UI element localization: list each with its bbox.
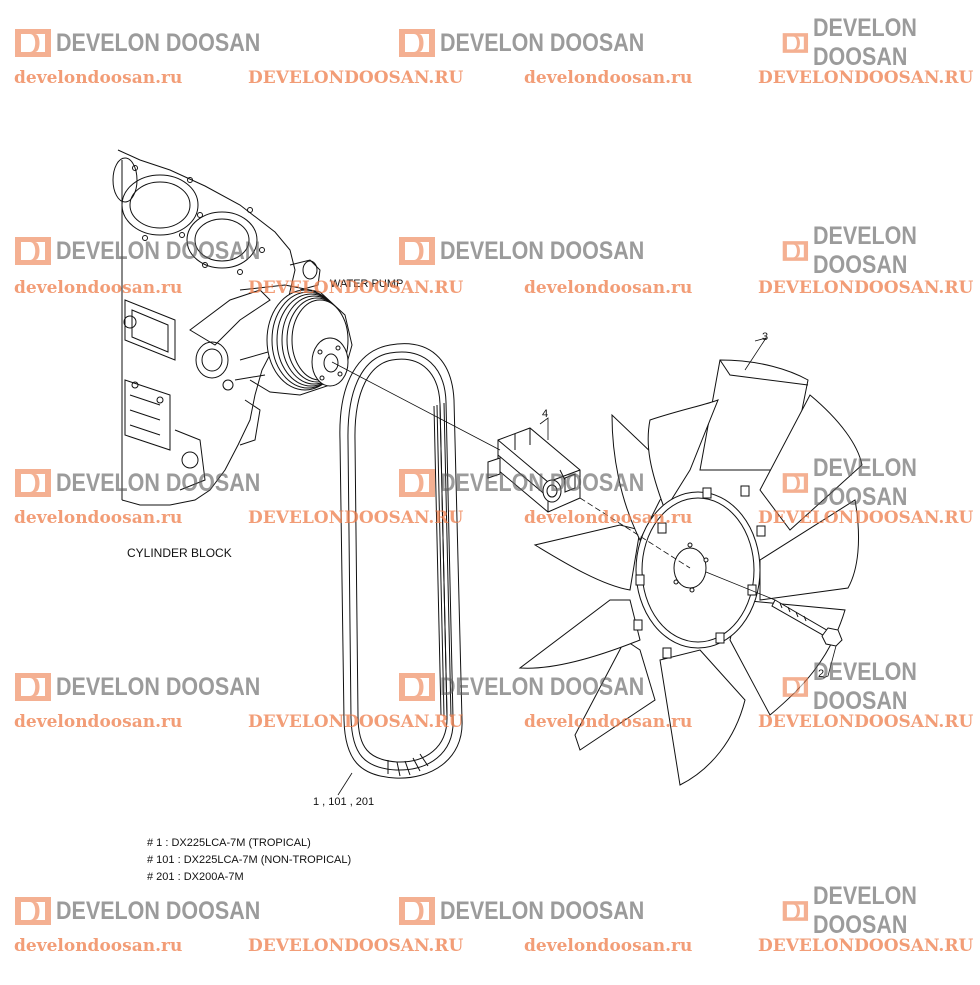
fan-blade bbox=[659, 649, 746, 786]
watermark-logo: DEVELON DOOSAN bbox=[398, 28, 678, 58]
develon-logo-icon bbox=[782, 901, 809, 921]
watermark-url: develondoosan.ru bbox=[14, 68, 183, 88]
fan-blade bbox=[759, 499, 859, 601]
fan-drawing bbox=[518, 359, 863, 786]
cylinder-block-label: CYLINDER BLOCK bbox=[127, 546, 232, 560]
water-pump-label: WATER PUMP bbox=[330, 278, 404, 290]
watermark-url: develondoosan.ru bbox=[524, 712, 693, 732]
watermark-logo: DEVELON DOOSAN bbox=[14, 672, 294, 702]
watermark-brand-text: DEVELON DOOSAN bbox=[56, 236, 261, 265]
watermark-brand-text: DEVELON DOOSAN bbox=[56, 896, 261, 925]
watermark-logo: DEVELON DOOSAN bbox=[782, 658, 980, 715]
watermark-logo: DEVELON DOOSAN bbox=[782, 454, 980, 511]
develon-logo-icon bbox=[399, 29, 435, 57]
watermark-brand-text: DEVELON DOOSAN bbox=[812, 222, 917, 279]
leader-lines bbox=[331, 337, 837, 796]
develon-logo-icon bbox=[15, 897, 51, 925]
develon-logo-icon bbox=[15, 237, 51, 265]
watermark-brand-text: DEVELON DOOSAN bbox=[812, 14, 917, 71]
legend-line: # 101 : DX225LCA-7M (NON-TROPICAL) bbox=[147, 854, 352, 866]
develon-logo-icon bbox=[15, 673, 51, 701]
watermark-brand-text: DEVELON DOOSAN bbox=[812, 882, 917, 939]
develon-logo-icon bbox=[15, 469, 51, 497]
watermark-brand-text: DEVELON DOOSAN bbox=[440, 896, 645, 925]
watermark-url: develondoosan.ru bbox=[14, 712, 183, 732]
watermark-url: develondoosan.ru bbox=[524, 508, 693, 528]
watermark-brand-text: DEVELON DOOSAN bbox=[56, 468, 261, 497]
callout-4: 4 bbox=[542, 408, 549, 420]
watermark-logo: DEVELON DOOSAN bbox=[782, 14, 980, 71]
watermark-brand-text: DEVELON DOOSAN bbox=[440, 468, 645, 497]
develon-logo-icon bbox=[782, 677, 809, 697]
watermark-url: develondoosan.ru bbox=[14, 508, 183, 528]
develon-logo-icon bbox=[782, 33, 809, 53]
watermark-url: DEVELONDOOSAN.RU bbox=[248, 278, 464, 298]
cylinder-block-drawing bbox=[112, 149, 321, 506]
fan-blade bbox=[611, 413, 681, 542]
spacer-drawing bbox=[487, 427, 581, 513]
callout-2: 2 bbox=[818, 668, 825, 680]
watermark-url: DEVELONDOOSAN.RU bbox=[758, 278, 974, 298]
watermark-brand-text: DEVELON DOOSAN bbox=[812, 454, 917, 511]
watermark-brand-text: DEVELON DOOSAN bbox=[440, 236, 645, 265]
watermark-brand-text: DEVELON DOOSAN bbox=[56, 28, 261, 57]
watermark-brand-text: DEVELON DOOSAN bbox=[56, 672, 261, 701]
watermark-url: develondoosan.ru bbox=[524, 68, 693, 88]
watermark-url: DEVELONDOOSAN.RU bbox=[758, 508, 974, 528]
develon-logo-icon bbox=[399, 469, 435, 497]
callout-belt: 1 , 101 , 201 bbox=[313, 796, 375, 808]
legend-line: # 201 : DX200A-7M bbox=[147, 871, 244, 883]
watermark-logo: DEVELON DOOSAN bbox=[782, 882, 980, 939]
watermark-url: DEVELONDOOSAN.RU bbox=[248, 508, 464, 528]
fan-blade bbox=[647, 399, 719, 512]
belt-drawing bbox=[339, 343, 463, 779]
watermark-logo: DEVELON DOOSAN bbox=[14, 236, 294, 266]
watermark-brand-text: DEVELON DOOSAN bbox=[812, 658, 917, 715]
watermark-url: develondoosan.ru bbox=[524, 936, 693, 956]
watermark-logo: DEVELON DOOSAN bbox=[398, 672, 678, 702]
watermark-logo: DEVELON DOOSAN bbox=[14, 468, 294, 498]
fan-blade bbox=[518, 599, 641, 669]
model-legend: # 1 : DX225LCA-7M (TROPICAL) # 101 : DX2… bbox=[147, 835, 351, 886]
watermark-brand-text: DEVELON DOOSAN bbox=[440, 28, 645, 57]
watermark-url: develondoosan.ru bbox=[14, 936, 183, 956]
watermark-url: DEVELONDOOSAN.RU bbox=[248, 712, 464, 732]
water-pump-drawing bbox=[239, 284, 353, 396]
watermark-brand-text: DEVELON DOOSAN bbox=[440, 672, 645, 701]
develon-logo-icon bbox=[782, 241, 809, 261]
legend-line: # 1 : DX225LCA-7M (TROPICAL) bbox=[147, 837, 311, 849]
watermark-url: DEVELONDOOSAN.RU bbox=[758, 68, 974, 88]
watermark-logo: DEVELON DOOSAN bbox=[398, 468, 678, 498]
develon-logo-icon bbox=[399, 237, 435, 265]
develon-logo-icon bbox=[782, 473, 809, 493]
watermark-url: develondoosan.ru bbox=[524, 278, 693, 298]
watermark-url: develondoosan.ru bbox=[14, 278, 183, 298]
develon-logo-icon bbox=[399, 673, 435, 701]
watermark-url: DEVELONDOOSAN.RU bbox=[758, 712, 974, 732]
watermark-logo: DEVELON DOOSAN bbox=[14, 28, 294, 58]
watermark-url: DEVELONDOOSAN.RU bbox=[758, 936, 974, 956]
develon-logo-icon bbox=[399, 897, 435, 925]
develon-logo-icon bbox=[15, 29, 51, 57]
fan-blade bbox=[759, 394, 863, 531]
watermark-logo: DEVELON DOOSAN bbox=[782, 222, 980, 279]
callout-3: 3 bbox=[762, 331, 769, 343]
watermark-url: DEVELONDOOSAN.RU bbox=[248, 936, 464, 956]
watermark-url: DEVELONDOOSAN.RU bbox=[248, 68, 464, 88]
watermark-logo: DEVELON DOOSAN bbox=[14, 896, 294, 926]
fan-blade bbox=[533, 524, 641, 591]
watermark-logo: DEVELON DOOSAN bbox=[398, 896, 678, 926]
watermark-logo: DEVELON DOOSAN bbox=[398, 236, 678, 266]
fan-blade bbox=[699, 359, 809, 471]
